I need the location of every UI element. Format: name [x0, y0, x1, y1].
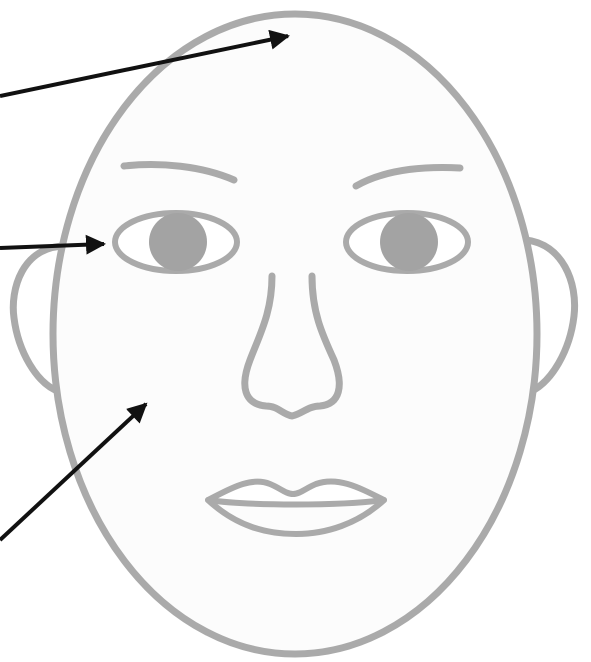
- iris-right: [380, 213, 438, 271]
- head-outline: [53, 14, 537, 654]
- iris-left: [149, 213, 207, 271]
